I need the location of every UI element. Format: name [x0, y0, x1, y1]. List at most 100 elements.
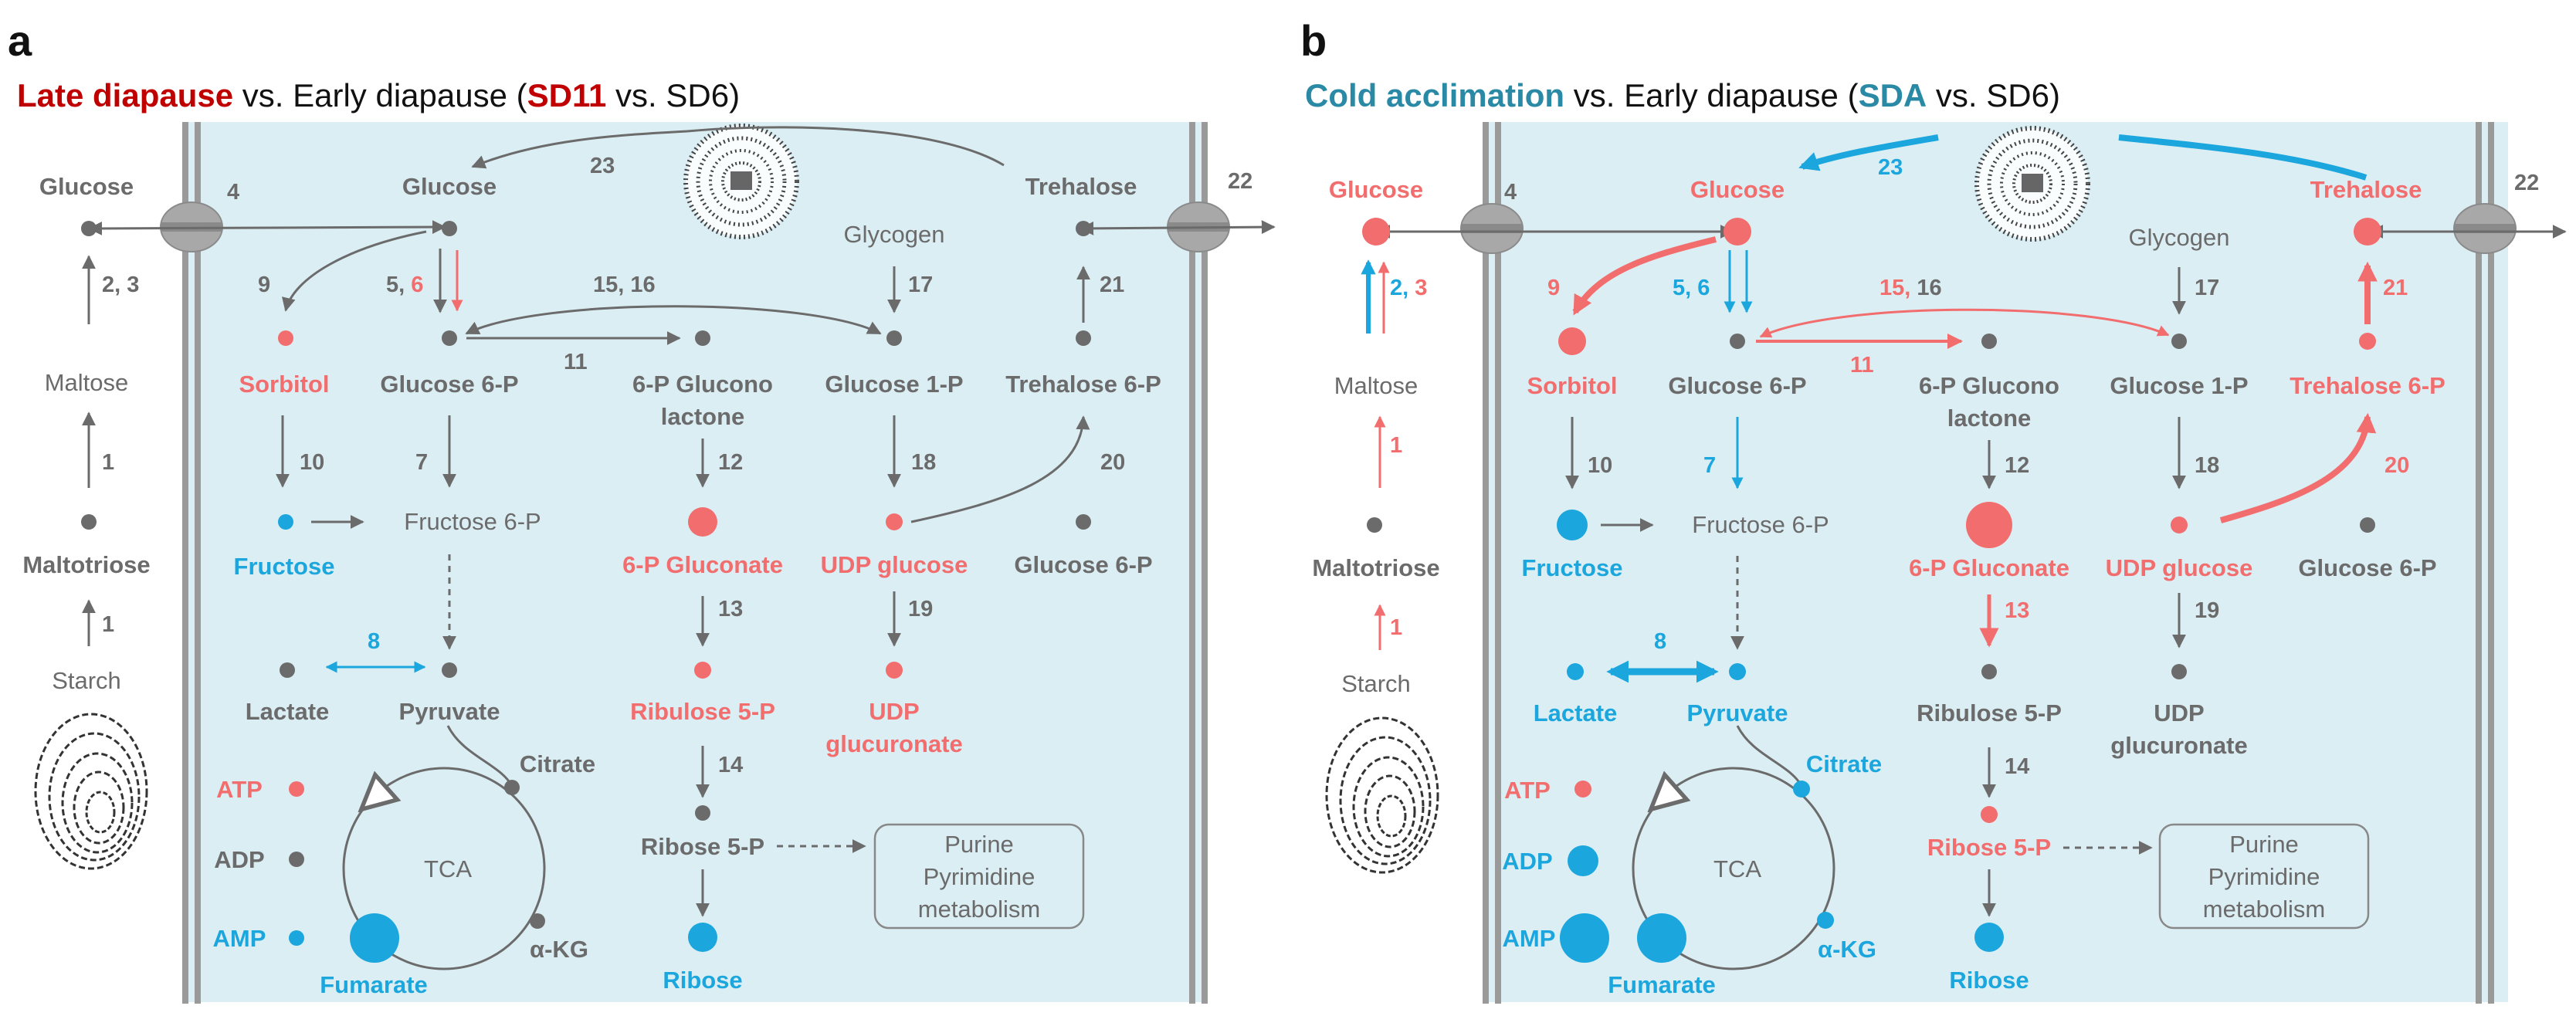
tca-cycle: TCA	[1632, 767, 1835, 970]
purine-label: Purine	[944, 831, 1014, 858]
label-pyruvate: Pyruvate	[399, 698, 500, 725]
enzyme-13: 13	[718, 597, 743, 621]
label-lactate: Lactate	[246, 698, 330, 725]
node-gluconolactone	[695, 330, 710, 346]
arrow-23	[471, 126, 1005, 169]
node-atp	[289, 781, 304, 797]
enzyme-labels: 23 2, 3 9 5, 6 15, 16 17 21 11 10 7 12 1…	[1390, 155, 2409, 779]
transporter-4-label: 4	[1504, 180, 1517, 205]
node-citrate	[504, 780, 520, 795]
node-fructose	[278, 514, 293, 530]
node-udp-glucuronate	[886, 662, 903, 679]
left-membrane	[182, 122, 201, 1004]
arrow-transport-22	[1080, 220, 1276, 235]
node-amp	[1560, 913, 1609, 963]
label-adp: ADP	[1502, 848, 1552, 875]
arrow-to-tca	[446, 725, 514, 788]
node-sorbitol	[278, 330, 293, 346]
enzyme-1a: 1	[102, 450, 114, 475]
label-akg: α-KG	[1818, 936, 1876, 963]
label-glucose6p: Glucose 6-P	[1668, 372, 1806, 399]
label-citrate: Citrate	[520, 750, 595, 777]
label-gluconolactone: 6-P Glucono	[1919, 372, 2059, 399]
arrow-15-16	[1759, 308, 2170, 338]
enzyme-9: 9	[258, 273, 270, 297]
enzyme-12: 12	[2005, 453, 2029, 478]
node-fructose	[1557, 510, 1588, 540]
label-ribulose5p: Ribulose 5-P	[630, 698, 775, 725]
label-gluconate6p: 6-P Gluconate	[622, 551, 783, 578]
label-maltotriose: Maltotriose	[22, 551, 150, 578]
transporter-22-label: 22	[1228, 169, 1252, 194]
enzyme-9: 9	[1547, 276, 1560, 300]
enzyme-10: 10	[300, 450, 324, 475]
label-ribose5p: Ribose 5-P	[641, 833, 764, 860]
enzyme-1a: 1	[1390, 433, 1402, 458]
label-glucose6p-b: Glucose 6-P	[2298, 554, 2436, 581]
node-gluconolactone	[1981, 334, 1997, 349]
arrow-20	[910, 415, 1090, 523]
label-glycogen: Glycogen	[844, 221, 945, 248]
enzyme-11: 11	[564, 350, 588, 374]
node-amp	[289, 930, 304, 946]
panel-b: b Cold acclimation vs. Early diapause (S…	[1300, 16, 2567, 1004]
starch-icon	[1325, 716, 1439, 874]
enzyme-8: 8	[368, 629, 380, 654]
node-ribose5p	[695, 805, 710, 821]
label-gluconate6p: 6-P Gluconate	[1909, 554, 2069, 581]
node-adp	[1568, 845, 1598, 876]
label-trehalose6p: Trehalose 6-P	[1005, 371, 1161, 398]
node-akg	[530, 913, 545, 929]
enzyme-10: 10	[1588, 453, 1612, 478]
nodes	[81, 221, 1091, 963]
panel-a: a Late diapause vs. Early diapause (SD11…	[8, 16, 1276, 1004]
enzyme-15-16: 15, 16	[593, 273, 656, 297]
label-lactone: lactone	[1947, 405, 2032, 432]
node-atp	[1574, 781, 1591, 798]
label-sorbitol: Sorbitol	[1527, 372, 1617, 399]
label-starch: Starch	[1341, 670, 1411, 697]
label-atp: ATP	[1504, 777, 1551, 804]
enzyme-17: 17	[2195, 276, 2219, 300]
enzyme-20: 20	[1100, 450, 1125, 475]
node-trehalose6p	[2359, 333, 2376, 350]
node-glucose6p-b	[1076, 514, 1091, 530]
node-adp	[289, 852, 304, 867]
label-glycogen: Glycogen	[2129, 224, 2230, 251]
enzyme-19: 19	[908, 597, 933, 621]
label-glucose1p: Glucose 1-P	[2110, 372, 2248, 399]
pyrimidine-label: Pyrimidine	[2208, 863, 2320, 890]
node-udpglucose	[886, 513, 903, 530]
label-glucuronate: glucuronate	[2110, 732, 2247, 759]
enzyme-8: 8	[1654, 629, 1666, 654]
node-lactate	[1567, 663, 1584, 680]
node-lactate	[280, 662, 295, 678]
label-glucose-in: Glucose	[1690, 176, 1785, 203]
right-membrane	[2476, 122, 2494, 1004]
label-fructose: Fructose	[1522, 554, 1623, 581]
enzyme-7: 7	[1703, 453, 1716, 478]
cell-cytoplasm	[1489, 122, 2508, 1002]
label-maltotriose: Maltotriose	[1312, 554, 1439, 581]
enzyme-18: 18	[2195, 453, 2219, 478]
enzyme-13: 13	[2005, 598, 2029, 623]
metabolite-labels: Glucose Glucose Glycogen Trehalose Sorbi…	[1312, 176, 2445, 998]
enzyme-5-6: 5, 6	[1673, 276, 1710, 300]
label-glucose6p-b: Glucose 6-P	[1014, 551, 1152, 578]
node-glucose6p-b	[2360, 517, 2375, 533]
enzyme-14: 14	[2005, 754, 2029, 779]
starch-icon	[34, 713, 148, 870]
node-gluconate6p	[688, 507, 717, 537]
node-gluconate6p	[1966, 502, 2012, 548]
label-glucose-out: Glucose	[1329, 176, 1423, 203]
enzyme-23: 23	[590, 154, 615, 178]
label-glucuronate: glucuronate	[825, 730, 962, 757]
label-fumarate: Fumarate	[1608, 971, 1716, 998]
label-lactate: Lactate	[1534, 699, 1618, 726]
enzyme-5-6: 5, 6	[386, 273, 423, 297]
node-trehalose	[1076, 221, 1091, 236]
node-glucose1p	[2171, 334, 2187, 349]
enzyme-14: 14	[718, 753, 743, 777]
label-maltose: Maltose	[1334, 372, 1418, 399]
cell-cytoplasm	[184, 122, 1205, 1002]
